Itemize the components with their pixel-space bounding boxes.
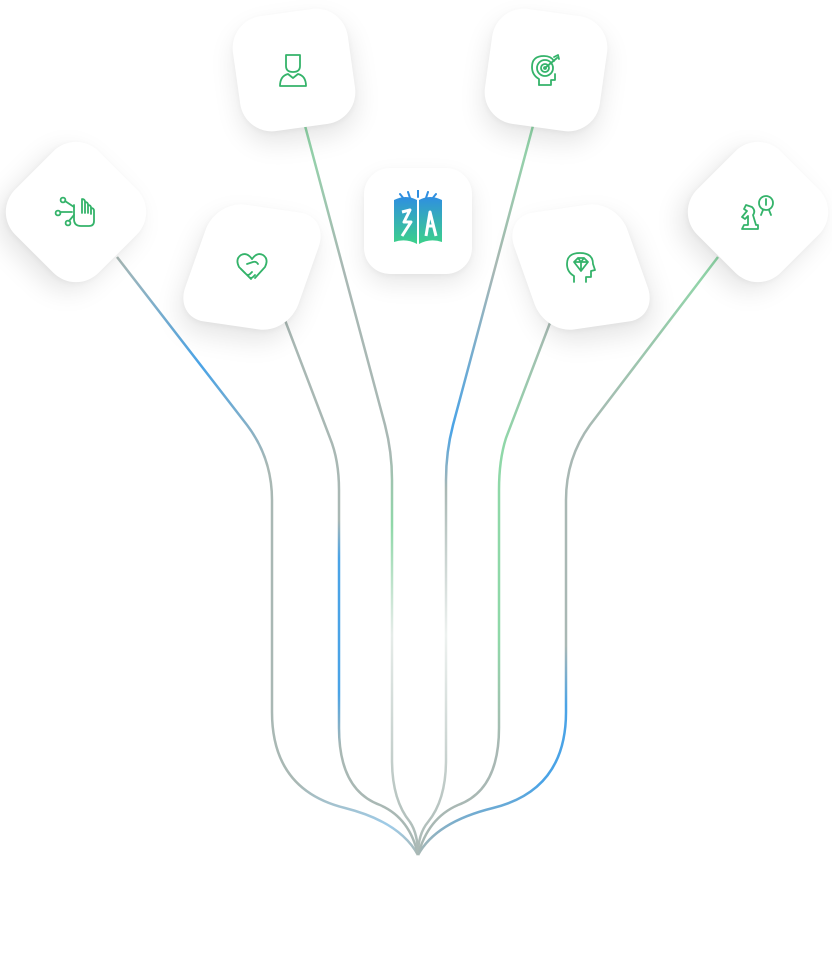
branch-line-6 [416, 256, 719, 856]
diamond-head-icon [566, 252, 596, 283]
node-card-diamond-head [503, 200, 659, 334]
node-card-person [228, 4, 360, 136]
center-logo-card [364, 168, 472, 274]
branch-line-1 [116, 256, 420, 856]
node-card-chess-lightbulb [674, 128, 832, 296]
branch-line-5 [416, 314, 555, 856]
target-head-icon [531, 54, 560, 86]
node-card-hand-network [0, 128, 160, 296]
person-icon [279, 54, 307, 87]
node-card-target-head [480, 4, 612, 136]
heart-handshake-icon [236, 253, 268, 280]
chess-knight-lightbulb-icon [741, 195, 774, 230]
open-book-logo [394, 190, 442, 244]
branch-line-3 [302, 121, 420, 856]
hand-network-icon [54, 196, 95, 227]
branch-line-2 [281, 314, 420, 856]
branch-line-4 [416, 121, 536, 856]
node-card-heart-handshake [174, 200, 330, 334]
